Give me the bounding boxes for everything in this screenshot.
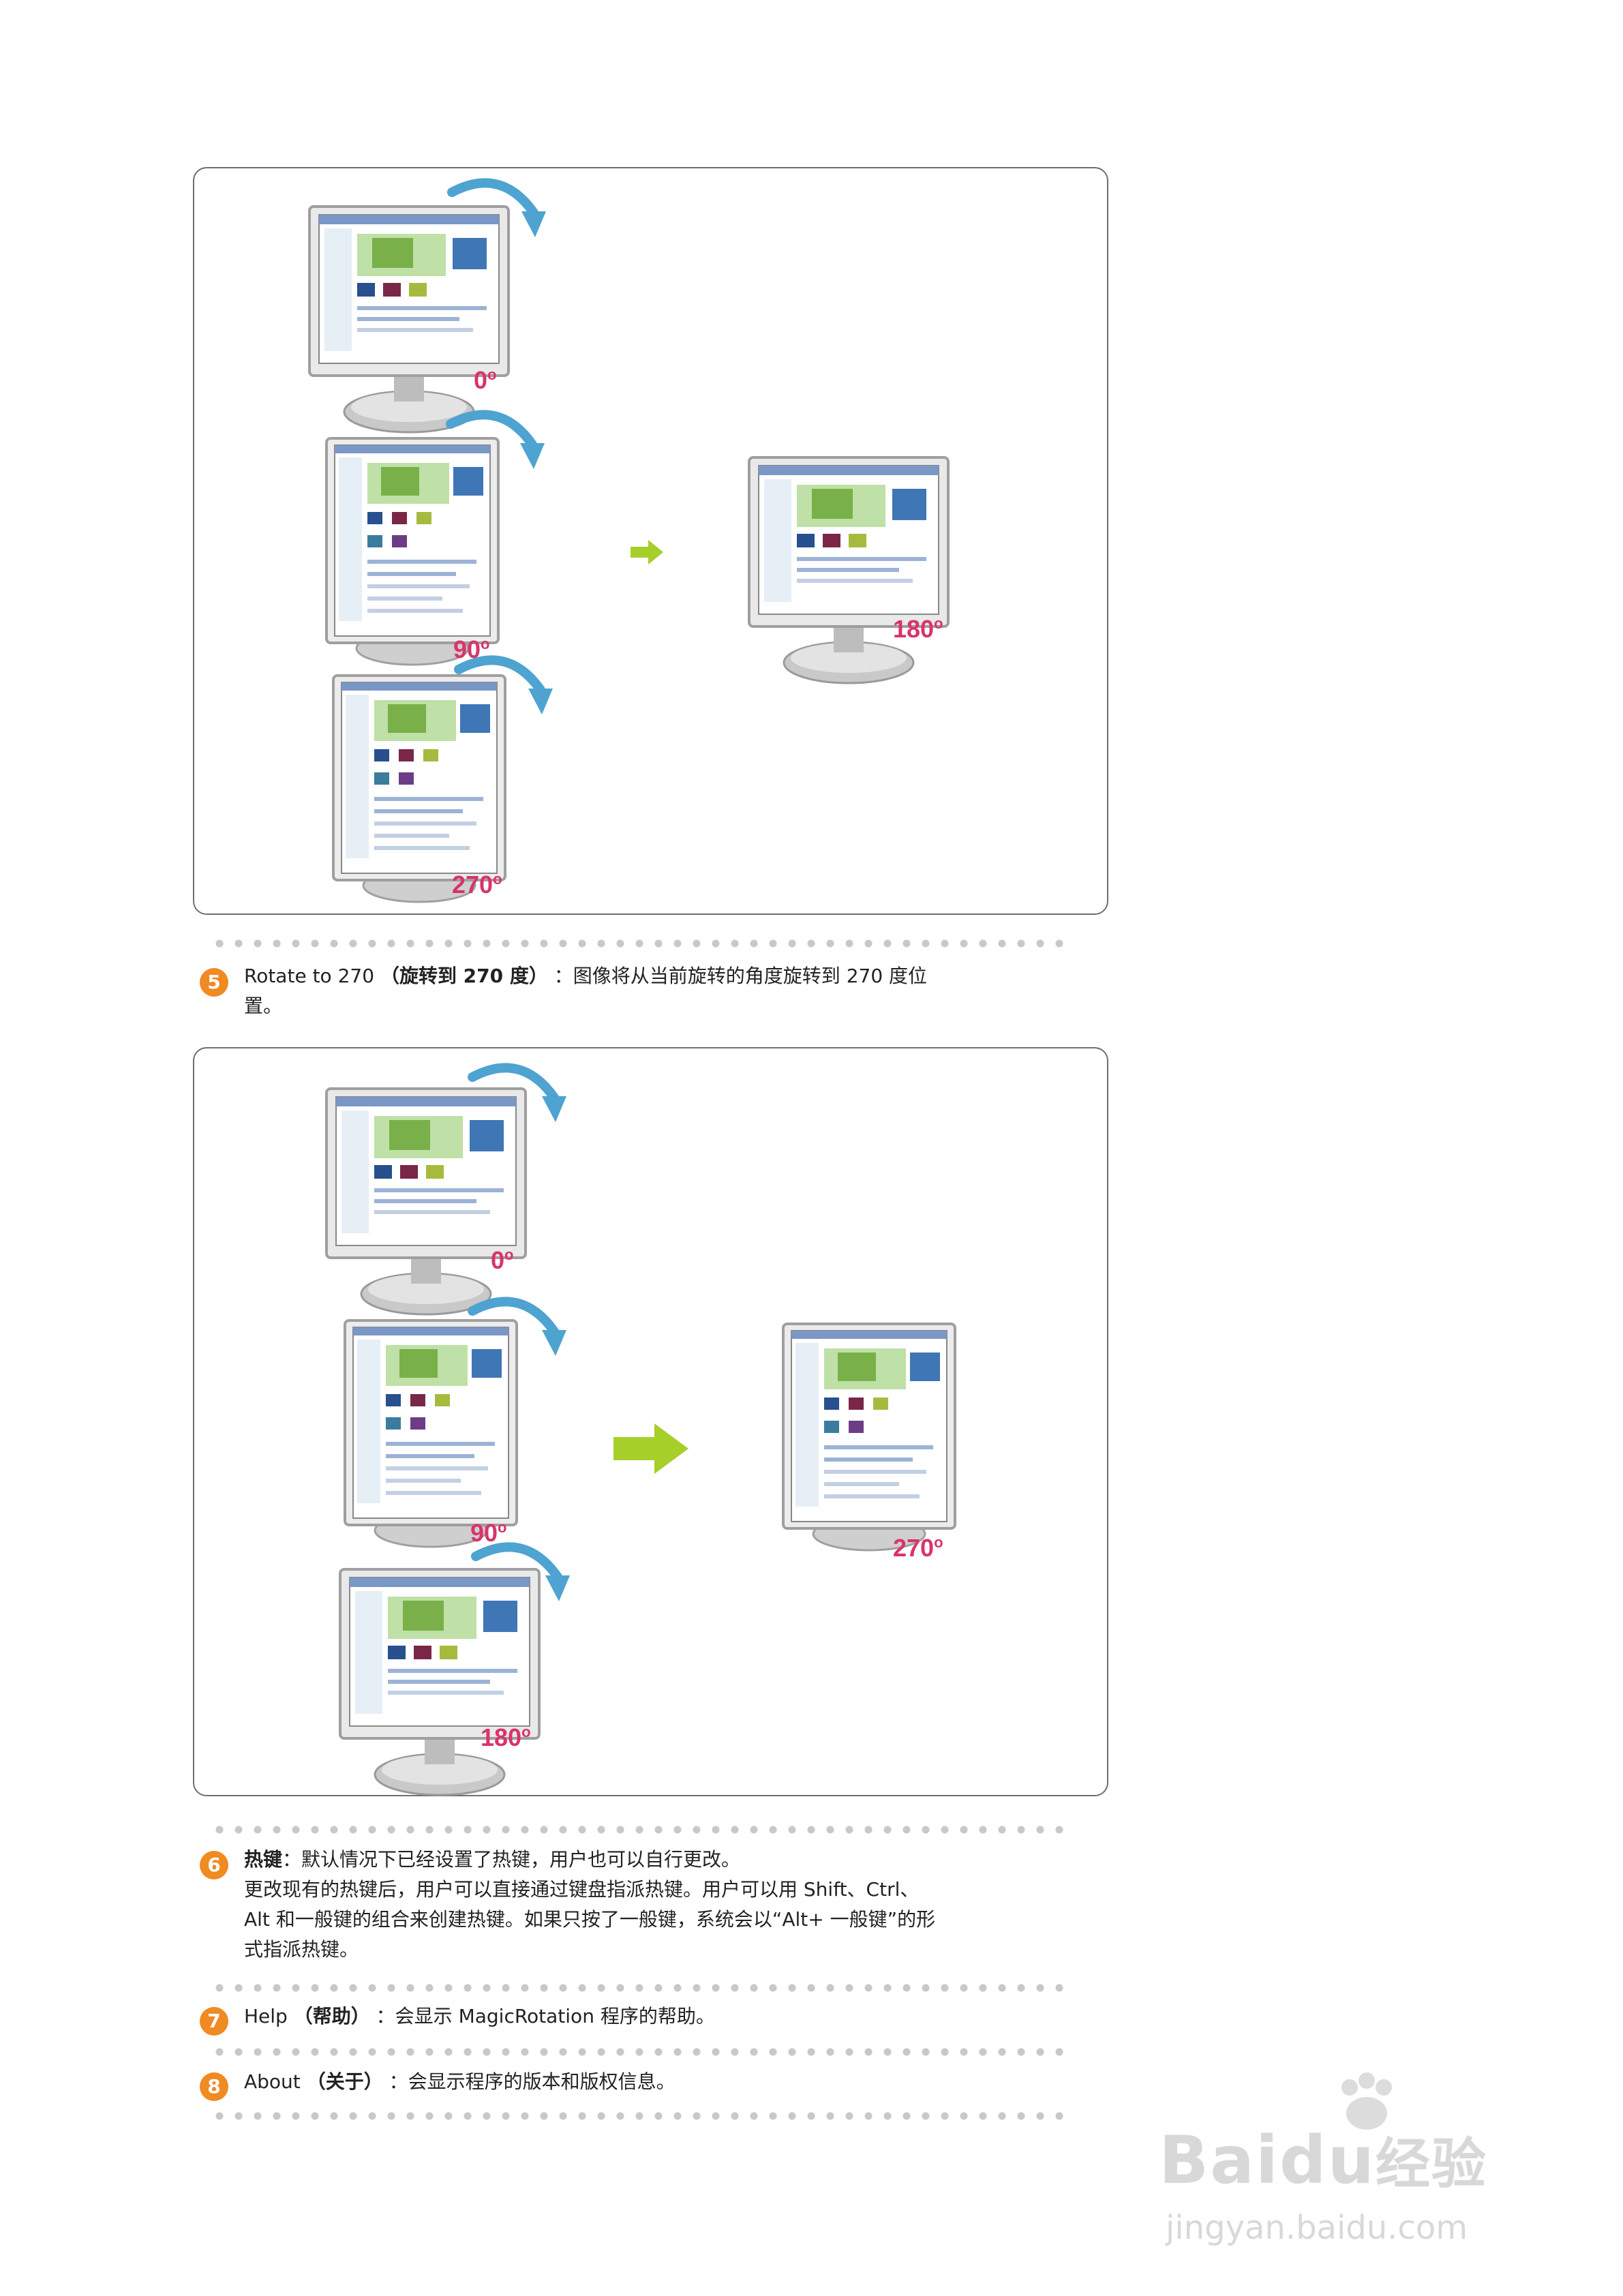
dotted-divider bbox=[210, 2112, 1065, 2120]
section-text: ：会显示程序的版本和版权信息。 bbox=[389, 2070, 676, 2093]
degree-label-90: 90o bbox=[470, 1519, 507, 1547]
degree-label-result-270: 270o bbox=[893, 1534, 943, 1562]
section-title-en: Help bbox=[244, 2005, 288, 2027]
dotted-divider bbox=[210, 939, 1065, 948]
watermark-brand: Bai bbox=[1159, 2122, 1279, 2199]
rotate-arrow-icon bbox=[467, 1057, 569, 1132]
watermark-brand-cn: 经验 bbox=[1375, 2132, 1487, 2196]
section-text: ：图像将从当前旋转的角度旋转到 270 度位 bbox=[553, 965, 928, 987]
rotate-arrow-icon bbox=[467, 1290, 569, 1365]
rotation-diagram-270: 0o 90o 180o 270o bbox=[193, 1047, 1108, 1796]
monitor-result-270-degrees bbox=[782, 1323, 956, 1552]
degree-label-90: 90o bbox=[453, 635, 490, 663]
rotation-diagram-180: 0o 90o 270o 180o bbox=[193, 167, 1108, 915]
dotted-divider bbox=[210, 1984, 1065, 1992]
paw-logo-icon bbox=[1341, 2072, 1392, 2130]
section-help: Help （帮助） ：会显示 MagicRotation 程序的帮助。 bbox=[244, 2002, 1062, 2031]
green-right-arrow-icon bbox=[631, 540, 663, 564]
section-rotate-270: Rotate to 270 （旋转到 270 度） ：图像将从当前旋转的角度旋转… bbox=[244, 961, 1062, 1021]
degree-label-180: 180o bbox=[481, 1723, 531, 1751]
section-title-cn: （关于） bbox=[306, 2070, 383, 2093]
step-badge-7: 7 bbox=[200, 2007, 228, 2036]
baidu-watermark: Baidu经验 jingyan.baidu.com bbox=[1159, 2072, 1541, 2263]
degree-label-0: 0o bbox=[491, 1246, 514, 1274]
section-title-en: About bbox=[244, 2070, 301, 2093]
section-title-en: Rotate to 270 bbox=[244, 965, 375, 987]
watermark-brand-2: du bbox=[1279, 2122, 1376, 2199]
section-title-cn: （帮助） bbox=[293, 2005, 370, 2027]
rotate-arrow-icon bbox=[446, 172, 549, 247]
section-title: 热键 bbox=[244, 1848, 283, 1871]
degree-label-0: 0o bbox=[474, 366, 497, 394]
green-right-arrow-icon bbox=[613, 1423, 688, 1474]
step-badge-8: 8 bbox=[200, 2072, 228, 2101]
step-badge-6: 6 bbox=[200, 1851, 228, 1879]
monitor-result-180-degrees bbox=[748, 456, 950, 684]
section-about: About （关于） ：会显示程序的版本和版权信息。 bbox=[244, 2067, 1062, 2097]
section-text: Alt 和一般键的组合来创建热键。如果只按了一般键，系统会以“Alt+ 一般键”… bbox=[244, 1908, 936, 1931]
degree-label-270: 270o bbox=[452, 871, 502, 898]
section-text: ：会显示 MagicRotation 程序的帮助。 bbox=[376, 2005, 715, 2027]
step-badge-5: 5 bbox=[200, 968, 228, 997]
section-hotkey: 热键：默认情况下已经设置了热键，用户也可以自行更改。 更改现有的热键后，用户可以… bbox=[244, 1845, 1062, 1965]
rotate-arrow-icon bbox=[445, 404, 547, 479]
section-text: ：默认情况下已经设置了热键，用户也可以自行更改。 bbox=[282, 1848, 741, 1871]
section-text: 更改现有的热键后，用户可以直接通过键盘指派热键。用户可以用 Shift、Ctrl… bbox=[244, 1878, 920, 1901]
section-text: 置。 bbox=[244, 995, 283, 1017]
rotate-arrow-icon bbox=[453, 649, 556, 724]
section-text: 式指派热键。 bbox=[244, 1938, 359, 1961]
rotate-arrow-icon bbox=[470, 1536, 573, 1611]
degree-label-result-180: 180o bbox=[893, 615, 943, 643]
watermark-url: jingyan.baidu.com bbox=[1166, 2209, 1468, 2247]
dotted-divider bbox=[210, 2048, 1065, 2056]
dotted-divider bbox=[210, 1826, 1065, 1834]
section-title-cn: （旋转到 270 度） bbox=[380, 965, 548, 987]
